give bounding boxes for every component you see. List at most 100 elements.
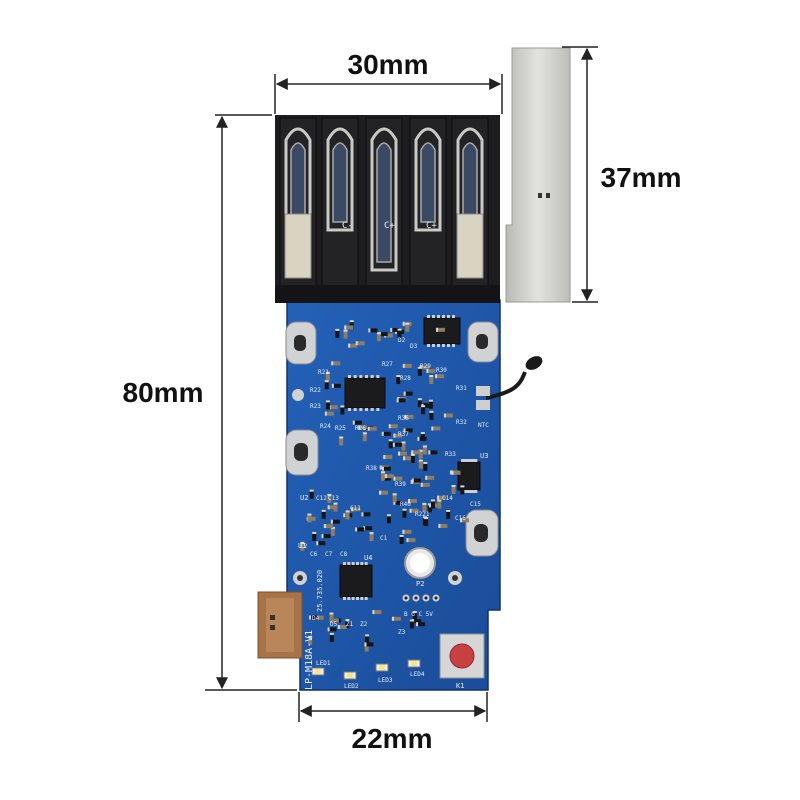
battery-terminal bbox=[279, 117, 317, 289]
smd-component bbox=[329, 612, 334, 622]
smd-component bbox=[383, 454, 393, 459]
header-pin bbox=[432, 594, 440, 602]
smd-component bbox=[325, 371, 330, 381]
smd-component bbox=[405, 322, 410, 332]
led bbox=[311, 667, 325, 676]
smd-component bbox=[403, 391, 413, 396]
smd-component bbox=[390, 327, 400, 332]
led bbox=[375, 663, 389, 672]
smd-component bbox=[401, 441, 406, 451]
header-pin bbox=[422, 594, 430, 602]
smd-component bbox=[402, 529, 412, 534]
ic-label-u3: U3 bbox=[480, 452, 488, 460]
smd-component bbox=[409, 508, 419, 513]
smd-component bbox=[422, 445, 427, 455]
connector-label-c-minus: C- bbox=[342, 221, 353, 231]
smd-component bbox=[425, 475, 435, 480]
led bbox=[343, 671, 357, 680]
smd-component bbox=[361, 512, 371, 517]
smd-component bbox=[331, 383, 341, 388]
smd-component bbox=[348, 343, 358, 348]
smd-component bbox=[429, 410, 434, 420]
smd-component bbox=[358, 425, 368, 430]
smd-component bbox=[368, 328, 378, 333]
smd-component bbox=[392, 442, 402, 447]
component-label: R31 bbox=[456, 385, 467, 392]
smd-component bbox=[307, 513, 312, 523]
smd-component bbox=[330, 519, 340, 524]
smd-component bbox=[316, 541, 326, 546]
smd-component bbox=[402, 508, 407, 518]
smd-component bbox=[416, 622, 426, 627]
smd-component bbox=[309, 615, 319, 620]
smd-component bbox=[393, 500, 403, 505]
smd-component bbox=[426, 368, 436, 373]
smd-component bbox=[420, 432, 425, 442]
component-label: Z3 bbox=[398, 629, 406, 636]
smd-component bbox=[428, 450, 438, 455]
smd-component bbox=[451, 470, 461, 475]
smd-component bbox=[417, 366, 422, 376]
battery-terminal bbox=[451, 117, 489, 289]
smd-component bbox=[362, 432, 367, 442]
smd-component bbox=[392, 493, 397, 503]
header-pins-label: B G C 5V bbox=[404, 611, 433, 618]
smd-component bbox=[410, 453, 415, 463]
component-label: C13 bbox=[328, 495, 339, 502]
smd-component bbox=[364, 642, 374, 647]
dimension-label-width-top: 30mm bbox=[348, 49, 429, 80]
smd-component bbox=[430, 499, 435, 509]
smd-component bbox=[331, 361, 341, 366]
smd-component bbox=[355, 527, 365, 532]
smd-component bbox=[327, 627, 337, 632]
smd-component bbox=[424, 517, 429, 527]
smd-component bbox=[406, 538, 416, 543]
copper-tab bbox=[257, 591, 303, 659]
smd-component bbox=[327, 493, 332, 503]
smd-component bbox=[420, 482, 430, 487]
smd-component bbox=[407, 498, 417, 503]
component-label: C2 bbox=[300, 543, 308, 550]
component-label: R24 bbox=[320, 423, 331, 430]
component-label: R33 bbox=[445, 451, 456, 458]
smd-component bbox=[403, 428, 413, 433]
component-label: Z1 bbox=[346, 621, 354, 628]
smd-component bbox=[393, 476, 403, 481]
smd-component bbox=[340, 405, 345, 415]
smd-component bbox=[431, 426, 441, 431]
component-label: R221 bbox=[415, 511, 430, 518]
smd-component bbox=[423, 461, 428, 471]
smd-component bbox=[381, 431, 391, 436]
smd-component bbox=[421, 405, 426, 415]
button-label: K1 bbox=[456, 682, 464, 690]
smd-component bbox=[388, 424, 398, 429]
component-label: R32 bbox=[456, 419, 467, 426]
smd-component bbox=[459, 518, 469, 523]
smd-component bbox=[344, 325, 354, 330]
ic-chip bbox=[457, 459, 481, 493]
smd-component bbox=[323, 524, 333, 529]
led-label-2: LED2 bbox=[344, 683, 359, 690]
smd-component bbox=[386, 514, 391, 524]
header-label: P2 bbox=[416, 580, 424, 588]
smd-component bbox=[327, 505, 337, 510]
component-label: R40 bbox=[400, 501, 411, 508]
ic-label-u2: U2 bbox=[300, 494, 308, 502]
component-label: C11 bbox=[350, 505, 361, 512]
smd-component bbox=[324, 411, 334, 416]
terminal-housing: C- C+ C+ bbox=[275, 115, 500, 303]
header-pin bbox=[402, 594, 410, 602]
ic-chip bbox=[344, 375, 386, 411]
component-label: C1 bbox=[380, 535, 388, 542]
component-label: R29 bbox=[420, 363, 431, 370]
smd-component bbox=[369, 532, 374, 542]
smd-component bbox=[460, 485, 465, 495]
smd-component bbox=[437, 495, 447, 500]
component-label: C12 bbox=[316, 495, 327, 502]
smd-component bbox=[321, 534, 331, 539]
smd-component bbox=[379, 490, 389, 495]
component-label: C8 bbox=[340, 551, 348, 558]
component-label: R28 bbox=[400, 375, 411, 382]
smd-component bbox=[412, 611, 417, 621]
